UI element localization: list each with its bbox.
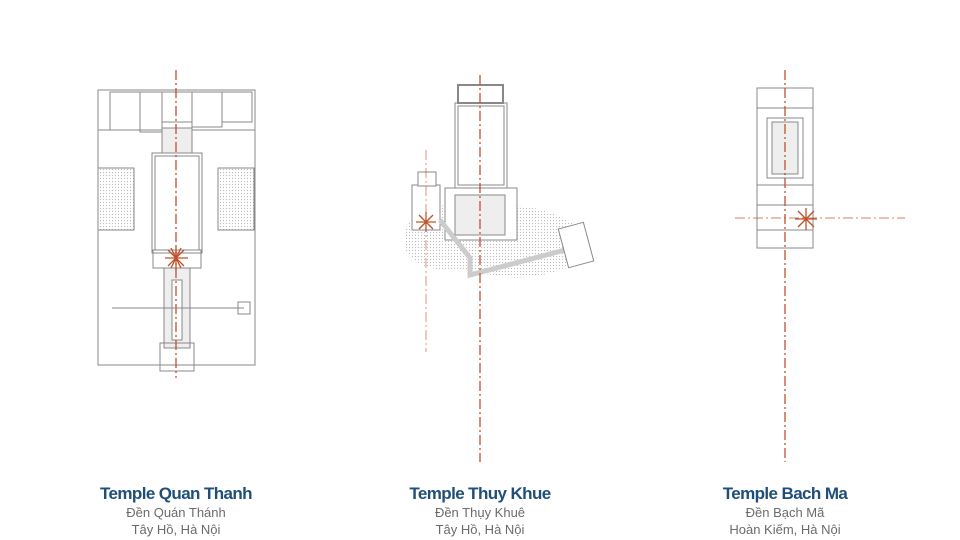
plan-quan-thanh <box>97 89 256 372</box>
caption-thuy-khue: Temple Thuy Khue Đền Thụy Khuê Tây Hồ, H… <box>350 484 610 538</box>
temple-vietnamese-name: Đền Thụy Khuê <box>434 505 526 520</box>
caption-bach-ma: Temple Bach Ma Đền Bạch Mã Hoàn Kiếm, Hà… <box>655 484 915 538</box>
temple-vietnamese-name: Đền Quán Thánh <box>126 505 226 520</box>
temple-location: Hoàn Kiếm, Hà Nội <box>729 522 841 537</box>
temple-vietnamese-name: Đền Bạch Mã <box>745 505 825 520</box>
caption-quan-thanh: Temple Quan Thanh Đền Quán Thánh Tây Hồ,… <box>46 484 306 538</box>
temple-title: Temple Bach Ma <box>722 484 848 503</box>
temple-location: Tây Hồ, Hà Nội <box>435 522 525 537</box>
temple-location: Tây Hồ, Hà Nội <box>131 522 221 537</box>
radiating-marker-icon <box>795 208 817 230</box>
temple-title: Temple Quan Thanh <box>100 484 253 503</box>
temple-title: Temple Thuy Khue <box>409 484 551 503</box>
plan-thuy-khue <box>405 84 595 279</box>
